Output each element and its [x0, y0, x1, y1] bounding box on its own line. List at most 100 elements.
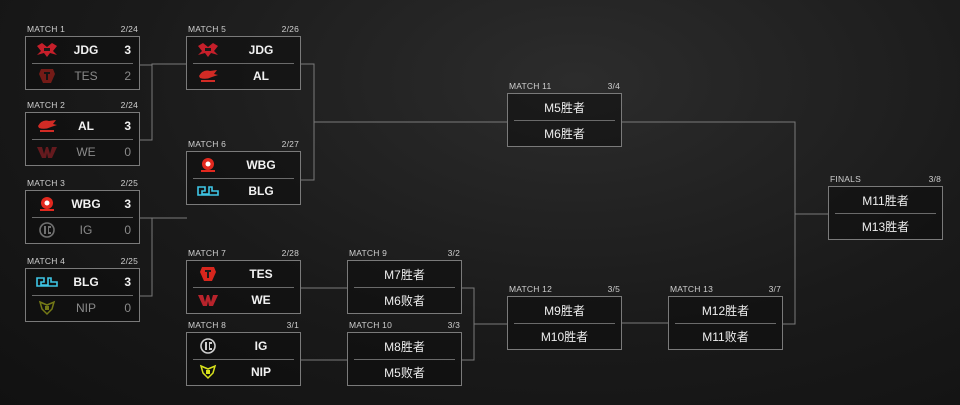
- match-title: MATCH 9: [349, 248, 388, 258]
- team-name: NIP: [250, 365, 271, 379]
- match-4[interactable]: MATCH 4 2/25 BLG 3 NIP 0: [25, 256, 140, 322]
- team-score: 0: [124, 301, 131, 315]
- team-name: AL: [253, 69, 269, 83]
- match-box: M9胜者 M10胜者: [507, 296, 622, 350]
- slot-row[interactable]: M8胜者: [348, 333, 461, 359]
- slot-label: M12胜者: [701, 303, 750, 318]
- match-date: 2/26: [281, 24, 299, 34]
- team-row-ig[interactable]: IG: [187, 333, 300, 359]
- jdg-logo-icon: [198, 43, 218, 57]
- team-row-jdg[interactable]: JDG 3: [26, 37, 139, 63]
- match-title: MATCH 8: [188, 320, 227, 330]
- match-header: MATCH 2 2/24: [25, 100, 140, 112]
- team-name: TES: [74, 69, 98, 83]
- match-13[interactable]: MATCH 13 3/7 M12胜者 M11败者: [668, 284, 783, 350]
- match-date: 3/7: [768, 284, 781, 294]
- team-score: 2: [124, 69, 131, 83]
- slot-row[interactable]: M6败者: [348, 287, 461, 313]
- match-6[interactable]: MATCH 6 2/27 WBG BLG: [186, 139, 301, 205]
- match-title: MATCH 4: [27, 256, 66, 266]
- slot-label: M13胜者: [861, 219, 910, 234]
- wbg-logo-icon: [201, 158, 215, 172]
- match-header: MATCH 11 3/4: [507, 81, 622, 93]
- team-row-ig[interactable]: IG 0: [26, 217, 139, 243]
- slot-row[interactable]: M11胜者: [829, 187, 942, 213]
- slot-row[interactable]: M13胜者: [829, 213, 942, 239]
- slot-label: M9胜者: [544, 303, 585, 318]
- slot-row[interactable]: M6胜者: [508, 120, 621, 146]
- team-row-nip[interactable]: NIP 0: [26, 295, 139, 321]
- slot-row[interactable]: M12胜者: [669, 297, 782, 323]
- match-title: MATCH 12: [509, 284, 553, 294]
- connector-m1-m2-m5: [139, 63, 187, 141]
- match-5[interactable]: MATCH 5 2/26 JDG AL: [186, 24, 301, 90]
- match-header: FINALS 3/8: [828, 174, 943, 186]
- match-title: MATCH 5: [188, 24, 227, 34]
- slot-label: M6胜者: [544, 126, 585, 141]
- team-row-jdg[interactable]: JDG: [187, 37, 300, 63]
- team-row-tes[interactable]: TES: [187, 261, 300, 287]
- match-12[interactable]: MATCH 12 3/5 M9胜者 M10胜者: [507, 284, 622, 350]
- match-title: MATCH 13: [670, 284, 714, 294]
- match-2[interactable]: MATCH 2 2/24 AL 3 WE 0: [25, 100, 140, 166]
- team-row-wbg[interactable]: WBG: [187, 152, 300, 178]
- match-box: M5胜者 M6胜者: [507, 93, 622, 147]
- match-1[interactable]: MATCH 1 2/24 JDG 3 TES 2: [25, 24, 140, 90]
- team-name: TES: [249, 267, 273, 281]
- match-8[interactable]: MATCH 8 3/1 IG NIP: [186, 320, 301, 386]
- match-header: MATCH 1 2/24: [25, 24, 140, 36]
- team-name: WBG: [71, 197, 101, 211]
- team-row-we[interactable]: WE: [187, 287, 300, 313]
- team-row-tes[interactable]: TES 2: [26, 63, 139, 89]
- connector-m11-m13-finals: [621, 121, 829, 325]
- slot-row[interactable]: M5败者: [348, 359, 461, 385]
- we-logo-icon: [37, 147, 57, 158]
- slot-label: M11败者: [702, 329, 749, 344]
- team-row-nip[interactable]: NIP: [187, 359, 300, 385]
- match-11[interactable]: MATCH 11 3/4 M5胜者 M6胜者: [507, 81, 622, 147]
- slot-row[interactable]: M5胜者: [508, 94, 621, 120]
- team-name: AL: [78, 119, 94, 133]
- team-row-al[interactable]: AL: [187, 63, 300, 89]
- match-date: 2/27: [281, 139, 299, 149]
- connector-m9-m10-m12: [461, 287, 508, 361]
- connector-m3-m4-m6: [139, 217, 187, 297]
- match-box: WBG BLG: [186, 151, 301, 205]
- team-row-we[interactable]: WE 0: [26, 139, 139, 165]
- match-header: MATCH 8 3/1: [186, 320, 301, 332]
- al-logo-icon: [199, 70, 218, 82]
- match-box: JDG AL: [186, 36, 301, 90]
- match-3[interactable]: MATCH 3 2/25 WBG 3 IG 0: [25, 178, 140, 244]
- match-date: 3/4: [607, 81, 620, 91]
- match-9[interactable]: MATCH 9 3/2 M7胜者 M6败者: [347, 248, 462, 314]
- slot-row[interactable]: M10胜者: [508, 323, 621, 349]
- match-header: MATCH 5 2/26: [186, 24, 301, 36]
- match-finals[interactable]: FINALS 3/8 M11胜者 M13胜者: [828, 174, 943, 240]
- slot-label: M8胜者: [384, 339, 425, 354]
- slot-row[interactable]: M7胜者: [348, 261, 461, 287]
- team-name: WE: [251, 293, 271, 307]
- team-row-blg[interactable]: BLG: [187, 178, 300, 204]
- team-name: JDG: [248, 43, 274, 57]
- slot-label: M5胜者: [544, 100, 585, 115]
- team-row-wbg[interactable]: WBG 3: [26, 191, 139, 217]
- match-header: MATCH 4 2/25: [25, 256, 140, 268]
- nip-logo-icon: [38, 300, 56, 316]
- match-10[interactable]: MATCH 10 3/3 M8胜者 M5败者: [347, 320, 462, 386]
- slot-label: M7胜者: [384, 267, 425, 282]
- wbg-logo-icon: [40, 197, 54, 211]
- match-box: AL 3 WE 0: [25, 112, 140, 166]
- slot-row[interactable]: M11败者: [669, 323, 782, 349]
- team-row-blg[interactable]: BLG 3: [26, 269, 139, 295]
- match-box: JDG 3 TES 2: [25, 36, 140, 90]
- slot-row[interactable]: M9胜者: [508, 297, 621, 323]
- team-name: BLG: [248, 184, 274, 198]
- connector-m5-m6-m11: [300, 63, 508, 181]
- blg-logo-icon: [36, 277, 58, 287]
- slot-label: M10胜者: [540, 329, 589, 344]
- match-title: MATCH 1: [27, 24, 66, 34]
- team-row-al[interactable]: AL 3: [26, 113, 139, 139]
- team-name: BLG: [73, 275, 99, 289]
- match-7[interactable]: MATCH 7 2/28 TES WE: [186, 248, 301, 314]
- slot-label: M11胜者: [862, 193, 909, 208]
